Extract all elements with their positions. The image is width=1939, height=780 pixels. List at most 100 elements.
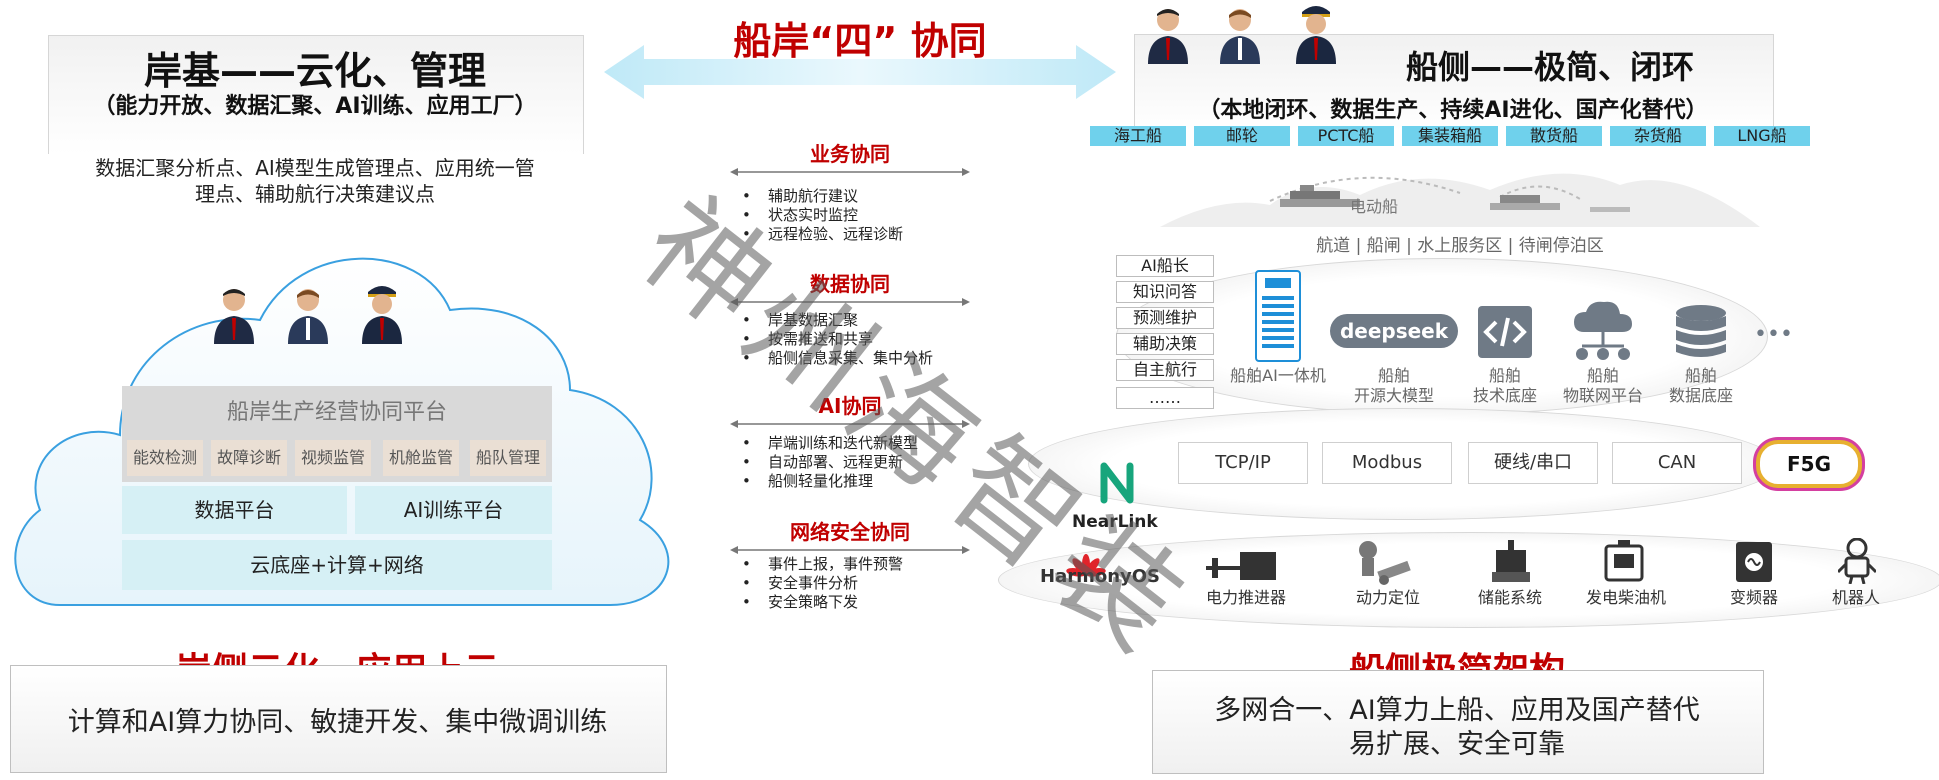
- scene-label: 电动船: [1350, 197, 1399, 216]
- protocol-tag: 硬线/串口: [1468, 442, 1598, 484]
- ship-subtitle: （本地闭环、数据生产、持续AI进化、国产化替代）: [1198, 98, 1708, 123]
- side-tab: AI船长: [1116, 255, 1214, 277]
- people-icons: [214, 286, 402, 344]
- dynamic-positioning-icon: [1359, 541, 1411, 585]
- list-item: 自动部署、远程更新: [742, 453, 982, 472]
- code-icon: [1478, 306, 1532, 358]
- nearlink-label: NearLink: [1072, 512, 1158, 532]
- collab-section: 网络安全协同: [730, 516, 970, 555]
- shore-bottom-text: 计算和AI算力协同、敏捷开发、集中微调训练: [67, 707, 608, 738]
- ship-icon: [1490, 195, 1560, 210]
- device-label: 储能系统: [1477, 588, 1542, 607]
- icon-label: 船舶: [1684, 366, 1717, 385]
- side-tab: 辅助决策: [1116, 333, 1214, 355]
- module-tag: 视频监管: [295, 440, 371, 476]
- shore-subtitle: （能力开放、数据汇聚、AI训练、应用工厂）: [93, 94, 537, 119]
- list-item: 安全事件分析: [742, 574, 982, 593]
- icon-label: 物联网平台: [1562, 386, 1643, 405]
- device-layer: [998, 532, 1939, 628]
- side-tab: 预测维护: [1116, 307, 1214, 329]
- module-tag: 船队管理: [470, 440, 546, 476]
- ship-type-tag: 邮轮: [1194, 126, 1290, 146]
- robot-icon: [1838, 538, 1876, 584]
- double-arrow-line: [730, 298, 970, 306]
- shore-bottom-box: [10, 665, 667, 773]
- center-title: 船岸“四” 协同: [733, 19, 987, 63]
- shore-desc-1: 数据汇聚分析点、AI模型生成管理点、应用统一管: [95, 156, 535, 180]
- diesel-generator-icon: [1604, 540, 1644, 582]
- list-item: 岸基数据汇聚: [742, 311, 982, 330]
- module-tag: 能效检测: [127, 440, 203, 476]
- f5g-badge: F5G: [1756, 440, 1862, 488]
- device-label: 动力定位: [1355, 588, 1420, 607]
- ship-icon: [1280, 185, 1360, 207]
- ship-scene-illustration: [1160, 173, 1760, 227]
- person-icon: [214, 289, 254, 344]
- icon-label: 数据底座: [1668, 386, 1733, 405]
- section-items: 辅助航行建议 状态实时监控 远程检验、远程诊断: [742, 187, 982, 244]
- energy-storage-icon: [1492, 540, 1530, 582]
- double-arrow: [604, 45, 1116, 99]
- icon-label: 船舶: [1488, 366, 1521, 385]
- icon-label: 技术底座: [1472, 386, 1537, 405]
- shore-title: 岸基——云化、管理: [143, 49, 486, 93]
- section-title: 业务协同: [810, 142, 890, 166]
- list-item: 岸端训练和迭代新模型: [742, 434, 982, 453]
- ship-type-tag: 杂货船: [1610, 126, 1706, 146]
- double-arrow-line: [730, 546, 970, 554]
- ship-bottom-text-2: 易扩展、安全可靠: [1349, 729, 1565, 760]
- device-label: 电力推进器: [1205, 588, 1286, 607]
- more-dots: •••: [1754, 322, 1793, 347]
- people-icons: [1148, 6, 1336, 64]
- inverter-icon: [1736, 542, 1772, 582]
- ship-type-tag: 集装箱船: [1402, 126, 1498, 146]
- section-items: 岸端训练和迭代新模型 自动部署、远程更新 船侧轻量化推理: [742, 434, 982, 491]
- list-item: 事件上报，事件预警: [742, 555, 982, 574]
- data-platform: 数据平台: [122, 486, 347, 534]
- section-title: 数据协同: [810, 272, 890, 296]
- collab-section: 业务协同: [730, 138, 970, 177]
- list-item: 船侧轻量化推理: [742, 472, 982, 491]
- section-items: 岸基数据汇聚 按需推送和共享 船侧信息采集、集中分析: [742, 311, 982, 368]
- list-item: 船侧信息采集、集中分析: [742, 349, 982, 368]
- side-tab: 知识问答: [1116, 281, 1214, 303]
- icon-label: 船舶: [1586, 366, 1619, 385]
- cloud-base: 云底座+计算+网络: [122, 540, 552, 590]
- list-item: 远程检验、远程诊断: [742, 225, 982, 244]
- device-label: 变频器: [1729, 588, 1778, 607]
- shore-desc-2: 理点、辅助航行决策建议点: [195, 182, 435, 206]
- module-tag: 机舱监管: [383, 440, 459, 476]
- icon-label: 船舶: [1377, 366, 1410, 385]
- ship-bottom-box: [1152, 670, 1764, 774]
- ship-bottom-text-1: 多网合一、AI算力上船、应用及国产替代: [1214, 695, 1700, 726]
- list-item: 辅助航行建议: [742, 187, 982, 206]
- device-label: 机器人: [1831, 588, 1880, 607]
- scene-caption: 航道 | 船闸 | 水上服务区 | 待闸停泊区: [1316, 236, 1604, 256]
- protocol-tag: Modbus: [1322, 442, 1452, 484]
- ship-type-tag: LNG船: [1714, 126, 1810, 146]
- ai-training-platform: AI训练平台: [355, 486, 552, 534]
- side-tab: 自主航行: [1116, 359, 1214, 381]
- section-items: 事件上报，事件预警 安全事件分析 安全策略下发: [742, 555, 982, 612]
- ship-title: 船侧——极简、闭环: [1405, 48, 1694, 86]
- collab-platform-title: 船岸生产经营协同平台: [226, 400, 447, 425]
- ship-type-tag: 散货船: [1506, 126, 1602, 146]
- server-icon: [1255, 270, 1301, 362]
- icon-label: 开源大模型: [1353, 386, 1434, 405]
- double-arrow-line: [730, 420, 970, 428]
- ship-type-tag: 海工船: [1090, 126, 1186, 146]
- ship-type-tag: PCTC船: [1298, 126, 1394, 146]
- section-title: 网络安全协同: [790, 520, 910, 544]
- nearlink-icon: [1100, 462, 1134, 504]
- collab-section: 数据协同: [730, 268, 970, 307]
- collab-section: AI协同: [730, 390, 970, 429]
- side-tab: ……: [1116, 387, 1214, 409]
- icon-label: 船舶AI一体机: [1230, 366, 1326, 385]
- harmonyos-logo-icon: [1066, 554, 1106, 577]
- list-item: 安全策略下发: [742, 593, 982, 612]
- device-label: 发电柴油机: [1585, 588, 1666, 607]
- list-item: 按需推送和共享: [742, 330, 982, 349]
- harmonyos-label: HarmonyOS: [1040, 566, 1161, 587]
- cloud-network-icon: [1574, 301, 1632, 360]
- shore-header-card: [48, 35, 584, 154]
